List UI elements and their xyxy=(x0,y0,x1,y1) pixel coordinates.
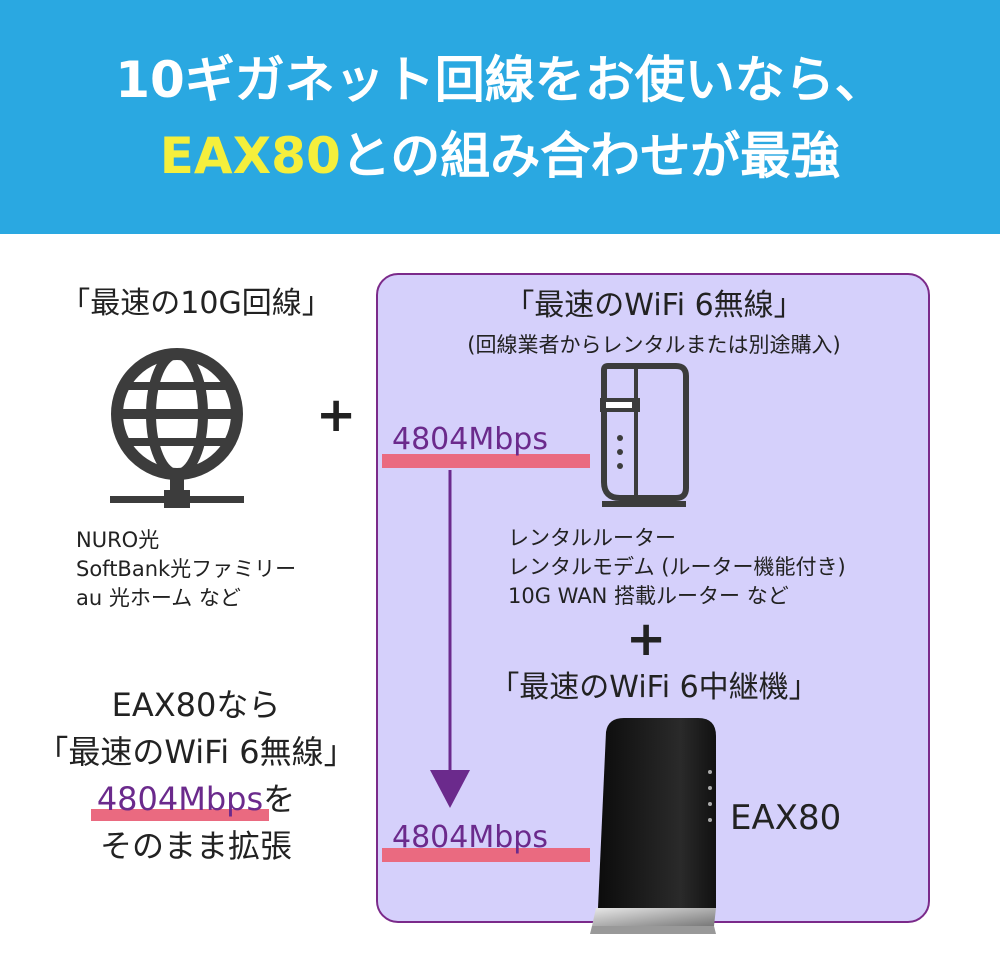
eax-summary-line-3: 4804Mbpsを xyxy=(20,776,372,823)
panel-title-extender: 「最速のWiFi 6中継機」 xyxy=(489,670,819,705)
speed-bottom: 4804Mbps xyxy=(392,820,548,855)
headline-line-2: EAX80との組み合わせが最強 xyxy=(0,126,1000,186)
panel-subtitle: (回線業者からレンタルまたは別途購入) xyxy=(467,333,841,357)
router-list: レンタルルーター レンタルモデム (ルーター機能付き) 10G WAN 搭載ルー… xyxy=(508,524,846,611)
speed-highlight-bar-bottom xyxy=(382,848,590,862)
down-arrow-icon xyxy=(430,470,470,808)
product-label: EAX80 xyxy=(730,798,842,838)
router-item: 10G WAN 搭載ルーター など xyxy=(508,584,789,608)
router-item: レンタルモデム (ルーター機能付き) xyxy=(508,555,846,579)
eax-speed-highlight: 4804Mbps xyxy=(90,776,270,823)
headline-product-name: EAX80 xyxy=(159,127,341,185)
eax-summary: EAX80なら 「最速のWiFi 6無線」 4804Mbpsを そのまま拡張 xyxy=(20,682,372,870)
wifi-extender-icon xyxy=(590,718,716,934)
speed-highlight-bar-top xyxy=(382,454,590,468)
fastest-line-title: 「最速の10G回線」 xyxy=(60,286,332,321)
isp-item: NURO光 xyxy=(76,528,160,552)
plus-sign: + xyxy=(626,611,667,667)
eax-summary-line-4: そのまま拡張 xyxy=(99,827,292,865)
headline-banner xyxy=(0,0,1000,234)
eax-speed-suffix: を xyxy=(263,780,296,818)
speed-top: 4804Mbps xyxy=(392,422,548,457)
router-icon xyxy=(600,363,689,507)
headline-line-2-rest: との組み合わせが最強 xyxy=(340,127,841,185)
eax-summary-line-1: EAX80なら xyxy=(111,686,281,724)
isp-item: au 光ホーム など xyxy=(76,586,241,610)
headline-line-1: 10ギガネット回線をお使いなら、 xyxy=(115,51,885,109)
panel-title: 「最速のWiFi 6無線」 xyxy=(504,288,804,323)
eax-speed-value: 4804Mbps xyxy=(96,780,264,818)
globe-network-icon xyxy=(110,348,244,508)
isp-list: NURO光 SoftBank光ファミリー au 光ホーム など xyxy=(76,526,296,613)
isp-item: SoftBank光ファミリー xyxy=(76,557,297,581)
plus-sign: + xyxy=(316,387,357,443)
eax-summary-line-2: 「最速のWiFi 6無線」 xyxy=(36,733,356,771)
router-item: レンタルルーター xyxy=(508,526,676,550)
